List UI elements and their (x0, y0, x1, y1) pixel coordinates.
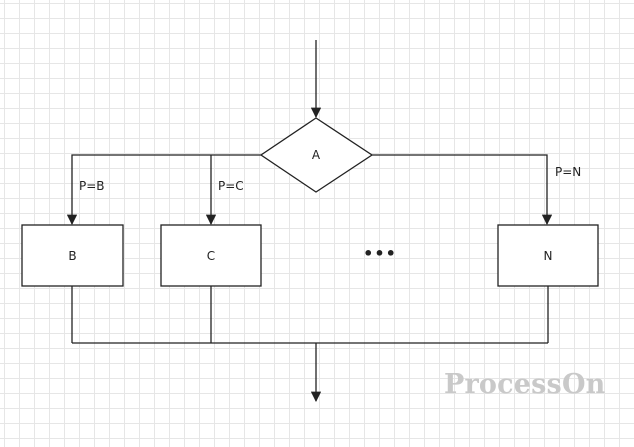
decision-diamond (259, 117, 374, 193)
edge-label-c: P=C (218, 179, 244, 193)
process-node-c[interactable]: C (160, 224, 262, 287)
decision-node-a[interactable]: A (259, 117, 374, 193)
processon-watermark: ProcessOn (444, 369, 606, 400)
process-label-c: C (207, 249, 215, 263)
ellipsis-more-branches: ••• (363, 244, 397, 263)
process-node-n[interactable]: N (497, 224, 599, 287)
edge-to-b (66, 154, 261, 226)
decision-label: A (312, 148, 321, 162)
process-box-b (21, 224, 124, 287)
process-label-n: N (544, 249, 553, 263)
edge-label-b: P=B (79, 179, 105, 193)
process-node-b[interactable]: B (21, 224, 124, 287)
process-label-b: B (68, 249, 76, 263)
edge-to-n (372, 154, 553, 226)
edge-label-n: P=N (555, 165, 581, 179)
process-box-n (497, 224, 599, 287)
